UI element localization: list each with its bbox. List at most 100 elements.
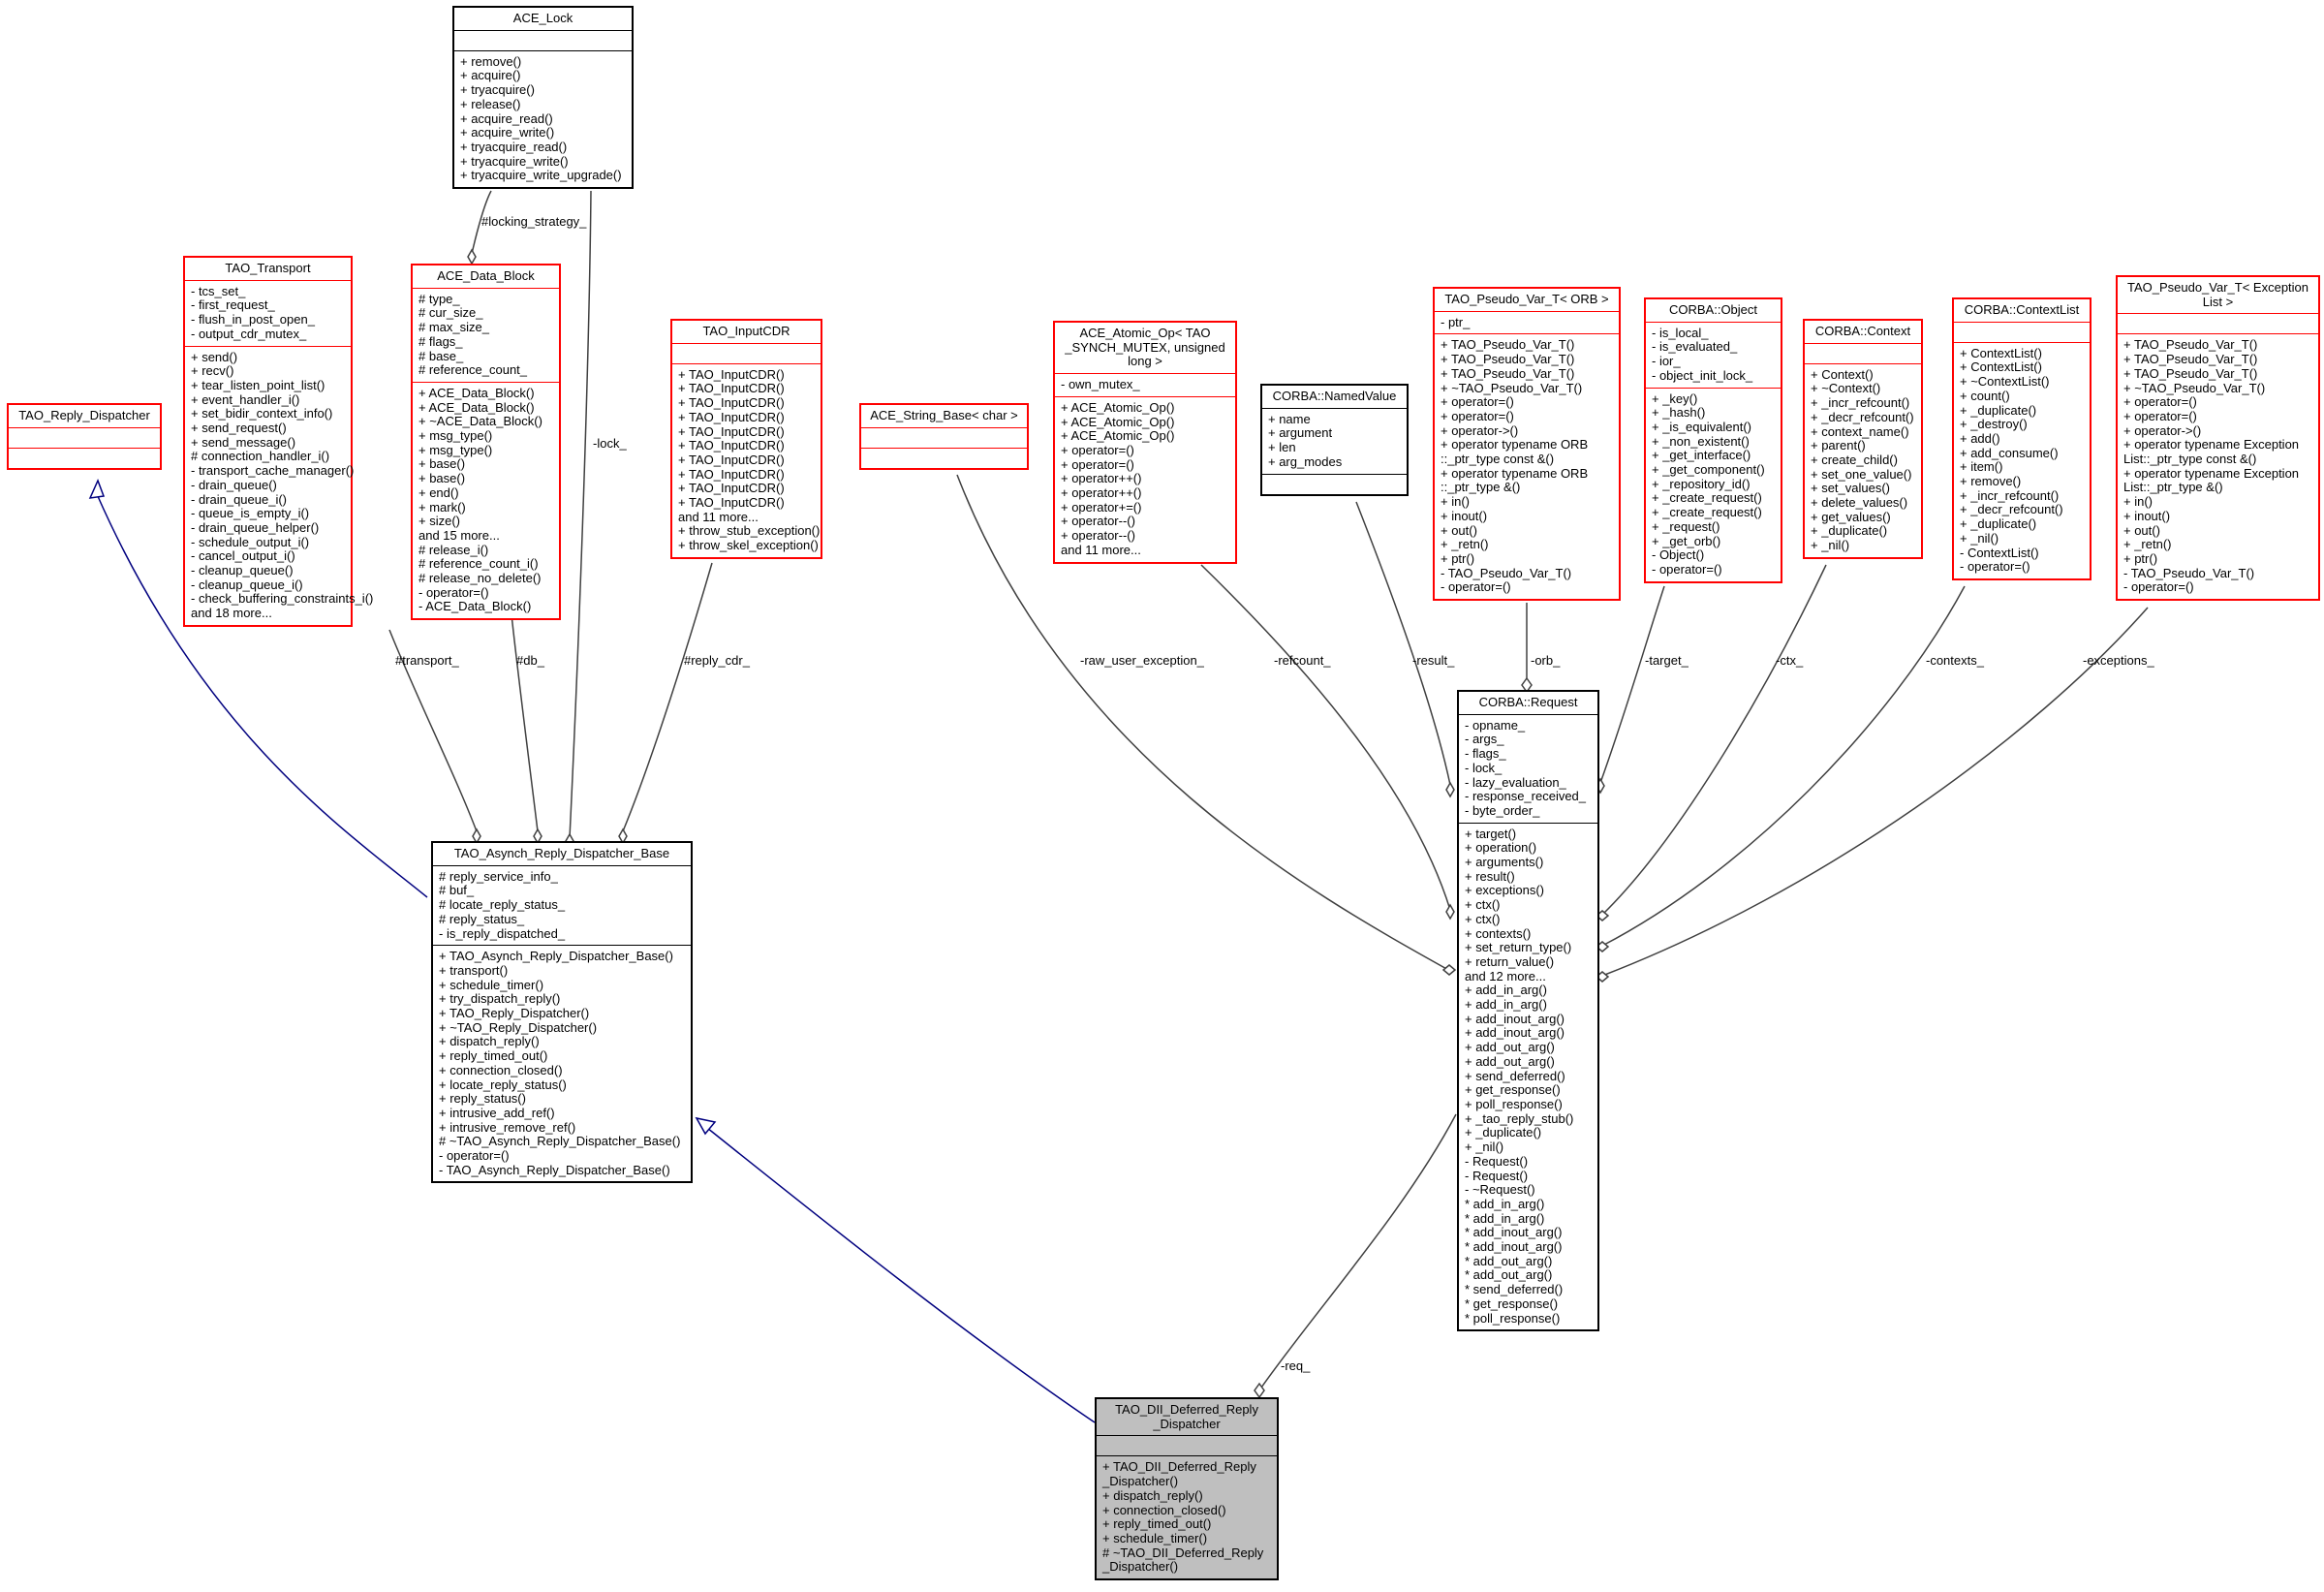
operation-item: + ACE_Atomic_Op() (1061, 428, 1175, 444)
operation-item: + send_message() (191, 434, 296, 450)
diamond-result (1445, 781, 1455, 798)
attributes-compartment: # type_# cur_size_# max_size_# flags_# b… (413, 289, 559, 383)
operation-item: + reply_timed_out() (439, 1048, 548, 1064)
operation-item: + _get_interface() (1652, 448, 1751, 463)
class-corba-namedvalue: CORBA::NamedValue+ name+ argument+ len+ … (1260, 384, 1409, 496)
operation-item: + remove() (460, 53, 522, 69)
operation-item: + arguments() (1465, 855, 1544, 870)
operation-item: + add_out_arg() (1465, 1053, 1555, 1069)
attribute-item: - byte_order_ (1465, 802, 1540, 818)
operation-item: + _duplicate() (1960, 402, 2037, 418)
operations-compartment: + TAO_Asynch_Reply_Dispatcher_Base()+ tr… (433, 946, 691, 1181)
operations-compartment: + TAO_InputCDR()+ TAO_InputCDR()+ TAO_In… (672, 364, 821, 557)
operation-item: + dispatch_reply() (439, 1034, 540, 1049)
operation-item: + inout() (1441, 508, 1488, 523)
operation-item: - ~Request() (1465, 1182, 1535, 1198)
operation-item: + TAO_InputCDR() (678, 481, 785, 496)
operations-compartment: + ContextList()+ ContextList()+ ~Context… (1954, 343, 2090, 578)
operation-item: + schedule_timer() (439, 977, 544, 992)
class-title: ACE_Lock (454, 8, 632, 31)
class-title: TAO_Pseudo_Var_T< ORB > (1435, 289, 1619, 312)
operation-item: + intrusive_remove_ref() (439, 1119, 576, 1135)
operation-item: + set_values() (1811, 481, 1891, 496)
operation-item: + contexts() (1465, 925, 1532, 941)
attribute-item: - opname_ (1465, 717, 1526, 733)
operation-item: + TAO_InputCDR() (678, 438, 785, 453)
operation-item: * poll_response() (1465, 1310, 1561, 1326)
operation-item: + ~TAO_Pseudo_Var_T() (2123, 380, 2266, 395)
operation-item: + mark() (418, 499, 466, 515)
operation-item: + target() (1465, 826, 1517, 841)
attribute-item: - is_local_ (1652, 325, 1709, 340)
operation-item: - drain_queue_helper() (191, 519, 320, 535)
edge-locking-strategy (471, 190, 492, 255)
attribute-item: - own_mutex_ (1061, 377, 1140, 392)
operation-item: + TAO_InputCDR() (678, 409, 785, 424)
operation-item: + add_in_arg() (1465, 997, 1547, 1013)
operation-item: - operator=() (439, 1148, 510, 1164)
operation-item: + _incr_refcount() (1811, 395, 1910, 411)
operation-item: + set_return_type() (1465, 940, 1572, 955)
operation-item: + TAO_Pseudo_Var_T() (2123, 365, 2258, 381)
operation-item: + operator typename Exception (2123, 437, 2300, 453)
operations-compartment (9, 449, 160, 468)
operation-item: + throw_stub_exception() (678, 523, 821, 539)
operation-item: + ContextList() (1960, 345, 2042, 360)
class-ace-data-block: ACE_Data_Block# type_# cur_size_# max_si… (411, 264, 561, 621)
operation-item: + operator++() (1061, 471, 1142, 486)
operation-item: * add_in_arg() (1465, 1210, 1545, 1226)
attributes-compartment: # reply_service_info_# buf_# locate_repl… (433, 866, 691, 947)
operation-item: + TAO_InputCDR() (678, 395, 785, 411)
operation-item: - transport_cache_manager() (191, 463, 355, 479)
operation-item: # release_no_delete() (418, 571, 542, 586)
edge-label-raw-user-exception: -raw_user_exception_ (1080, 653, 1205, 668)
edge-req (1260, 1113, 1457, 1389)
operations-compartment: + target()+ operation()+ arguments()+ re… (1459, 824, 1597, 1330)
operation-item: + _repository_id() (1652, 476, 1751, 491)
operation-item: + add_consume() (1960, 445, 2059, 460)
operation-item: + add() (1960, 430, 2000, 446)
inherit-arrow-reply-dispatcher (88, 479, 106, 499)
operation-item: + TAO_InputCDR() (678, 466, 785, 482)
class-title: ACE_String_Base< char > (861, 405, 1027, 428)
operation-item: + ~ACE_Data_Block() (418, 414, 542, 429)
operation-item: + _non_existent() (1652, 433, 1750, 449)
operation-item: + ACE_Atomic_Op() (1061, 414, 1175, 429)
attribute-item: - lazy_evaluation_ (1465, 774, 1566, 790)
operation-item: - TAO_Asynch_Reply_Dispatcher_Base() (439, 1162, 670, 1177)
operation-item: + _decr_refcount() (1811, 409, 1914, 424)
operation-item: + item() (1960, 459, 2003, 475)
operation-item: + _duplicate() (1465, 1125, 1542, 1140)
operation-item: - drain_queue() (191, 477, 277, 492)
operation-item: + exceptions() (1465, 883, 1545, 898)
class-corba-request: CORBA::Request- opname_- args_- flags_- … (1457, 690, 1599, 1332)
operation-item: - check_buffering_constraints_i() (191, 591, 374, 607)
operation-item: + operator--() (1061, 514, 1135, 529)
edge-label-ctx: -ctx_ (1776, 653, 1804, 668)
operation-item: + operator=() (2123, 394, 2197, 410)
operation-item: + _duplicate() (1811, 523, 1888, 539)
operations-compartment: + TAO_DII_Deferred_Reply_Dispatcher()+ d… (1097, 1456, 1277, 1578)
attribute-item: # type_ (418, 291, 460, 306)
edge-lock (569, 190, 592, 839)
edge-label-contexts: -contexts_ (1926, 653, 1985, 668)
operation-item: + count() (1960, 388, 2010, 403)
edge-label-locking-strategy: #locking_strategy_ (481, 214, 587, 229)
operation-item: # connection_handler_i() (191, 449, 330, 464)
operation-item: + TAO_InputCDR() (678, 495, 785, 511)
operation-item: + operator=() (1441, 408, 1514, 423)
diamond-raw-user-exception (1441, 964, 1457, 976)
edge-label-exceptions: -exceptions_ (2083, 653, 2154, 668)
operation-item: + acquire_write() (460, 125, 555, 140)
class-tao-pseudo-var-exception-list: TAO_Pseudo_Var_T< Exception List >+ TAO_… (2116, 275, 2320, 602)
operation-item: + release() (460, 96, 521, 111)
operation-item: + operator=() (1061, 456, 1134, 472)
operation-item: + operator typename ORB (1441, 465, 1589, 481)
attribute-item: - ior_ (1652, 354, 1681, 369)
attribute-item: - object_init_lock_ (1652, 367, 1753, 383)
attribute-item: - first_request_ (191, 297, 275, 313)
operation-item: + dispatch_reply() (1102, 1487, 1203, 1503)
diamond-refcount (1445, 903, 1455, 921)
attribute-item: # reply_service_info_ (439, 868, 558, 884)
operation-item: + remove() (1960, 474, 2022, 489)
